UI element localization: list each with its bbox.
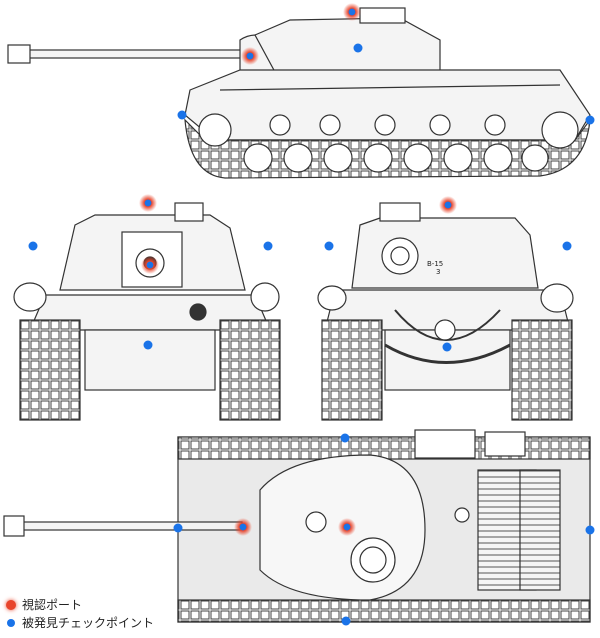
right-rear-track: [511, 319, 573, 421]
gun-barrel: [19, 49, 251, 59]
checkpoint-marker[interactable]: [173, 523, 183, 533]
road-wheels: [198, 111, 579, 173]
checkpoint-marker[interactable]: [143, 340, 153, 350]
vision-port-marker[interactable]: [234, 518, 252, 536]
top-right-track: [177, 599, 591, 623]
muzzle-brake: [7, 44, 31, 64]
checkpoint-swatch: [7, 618, 15, 627]
vision-port-marker[interactable]: [241, 47, 259, 65]
legend-vision-port: 視認ポート: [6, 596, 82, 613]
top-view: [3, 429, 591, 623]
turret-number: 3: [436, 268, 440, 276]
vision-port-marker[interactable]: [343, 3, 361, 21]
legend-vision-port-label: 視認ポート: [22, 598, 83, 612]
checkpoint-marker[interactable]: [263, 241, 273, 251]
checkpoint-marker[interactable]: [585, 525, 595, 535]
checkpoint-marker[interactable]: [353, 43, 363, 53]
rear-view: B-15 3: [317, 202, 574, 421]
legend-checkpoint-label: 被発見チェックポイント: [22, 616, 155, 630]
front-lower-hull: [84, 329, 216, 391]
checkpoint-marker[interactable]: [324, 241, 334, 251]
checkpoint-marker[interactable]: [340, 433, 350, 443]
rear-turret: [351, 217, 539, 289]
commander-cupola: [359, 7, 406, 24]
top-left-track: [177, 436, 591, 460]
vision-port-marker[interactable]: [139, 194, 157, 212]
checkpoint-marker[interactable]: [28, 241, 38, 251]
right-fuel-tank: [250, 282, 280, 312]
side-view: [7, 7, 591, 179]
left-fuel-tank: [13, 282, 47, 312]
top-gun-barrel: [9, 521, 243, 531]
detection-checkpoints: [28, 43, 595, 626]
legend-checkpoint: 被発見チェックポイント: [6, 614, 154, 631]
right-front-track: [219, 319, 281, 421]
checkpoint-marker[interactable]: [562, 241, 572, 251]
engine-grille-2: [519, 469, 561, 591]
front-view: [13, 202, 281, 421]
left-rear-track: [321, 319, 383, 421]
checkpoint-marker[interactable]: [585, 115, 595, 125]
turret: [254, 17, 441, 73]
checkpoint-marker[interactable]: [177, 110, 187, 120]
checkpoint-marker[interactable]: [442, 342, 452, 352]
turret-code: B-15: [427, 260, 443, 268]
vision-port-marker[interactable]: [338, 518, 356, 536]
vision-port-marker[interactable]: [141, 256, 159, 274]
left-front-track: [19, 319, 81, 421]
vision-port-swatch: [6, 599, 16, 610]
vision-ports: [139, 3, 457, 536]
vision-port-marker[interactable]: [439, 196, 457, 214]
checkpoint-marker[interactable]: [341, 616, 351, 626]
